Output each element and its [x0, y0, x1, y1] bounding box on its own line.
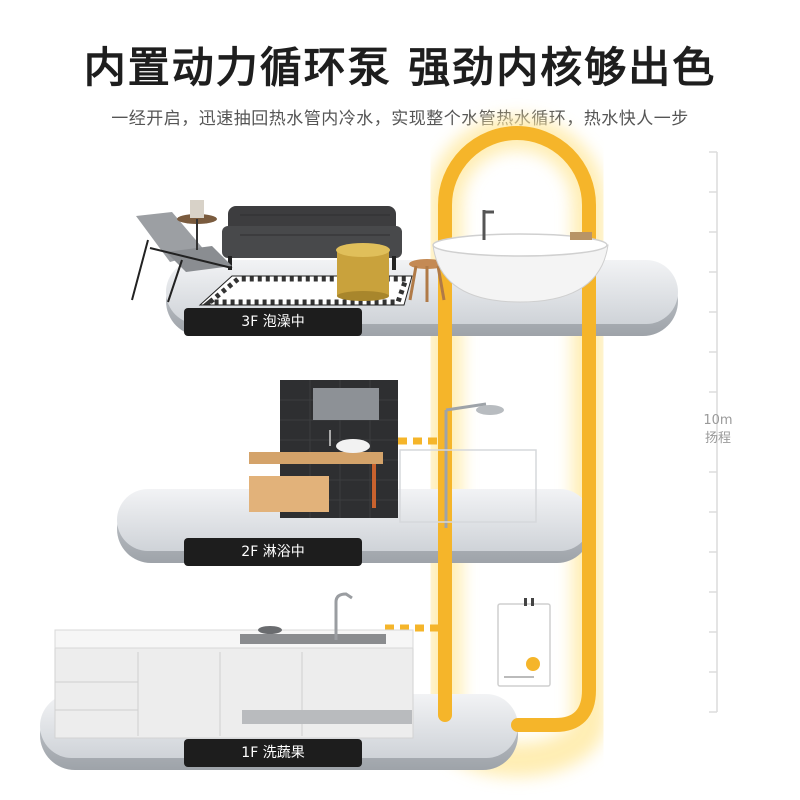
bathtub [432, 210, 609, 303]
water-heater [497, 598, 551, 687]
armchair [131, 212, 233, 303]
page-title: 内置动力循环泵 强劲内核够出色 [83, 43, 717, 92]
vanity [249, 430, 383, 512]
sofa [222, 206, 402, 270]
kitchen-counter [54, 592, 414, 739]
circulation-pipe [385, 126, 596, 732]
wooden-stool [408, 259, 446, 302]
floor-label-2f: 2F 淋浴中 [184, 538, 362, 566]
floor-label-3f: 3F 泡澡中 [184, 308, 362, 336]
floor-label-1f: 1F 洗蔬果 [184, 739, 362, 767]
height-scale [709, 151, 718, 713]
gold-coffee-table [336, 243, 390, 301]
scale-caption: 扬程 [704, 431, 731, 446]
side-table [177, 200, 217, 250]
scale-label: 10m 扬程 [696, 412, 740, 448]
shower [399, 402, 537, 528]
scale-value: 10m [703, 413, 733, 428]
